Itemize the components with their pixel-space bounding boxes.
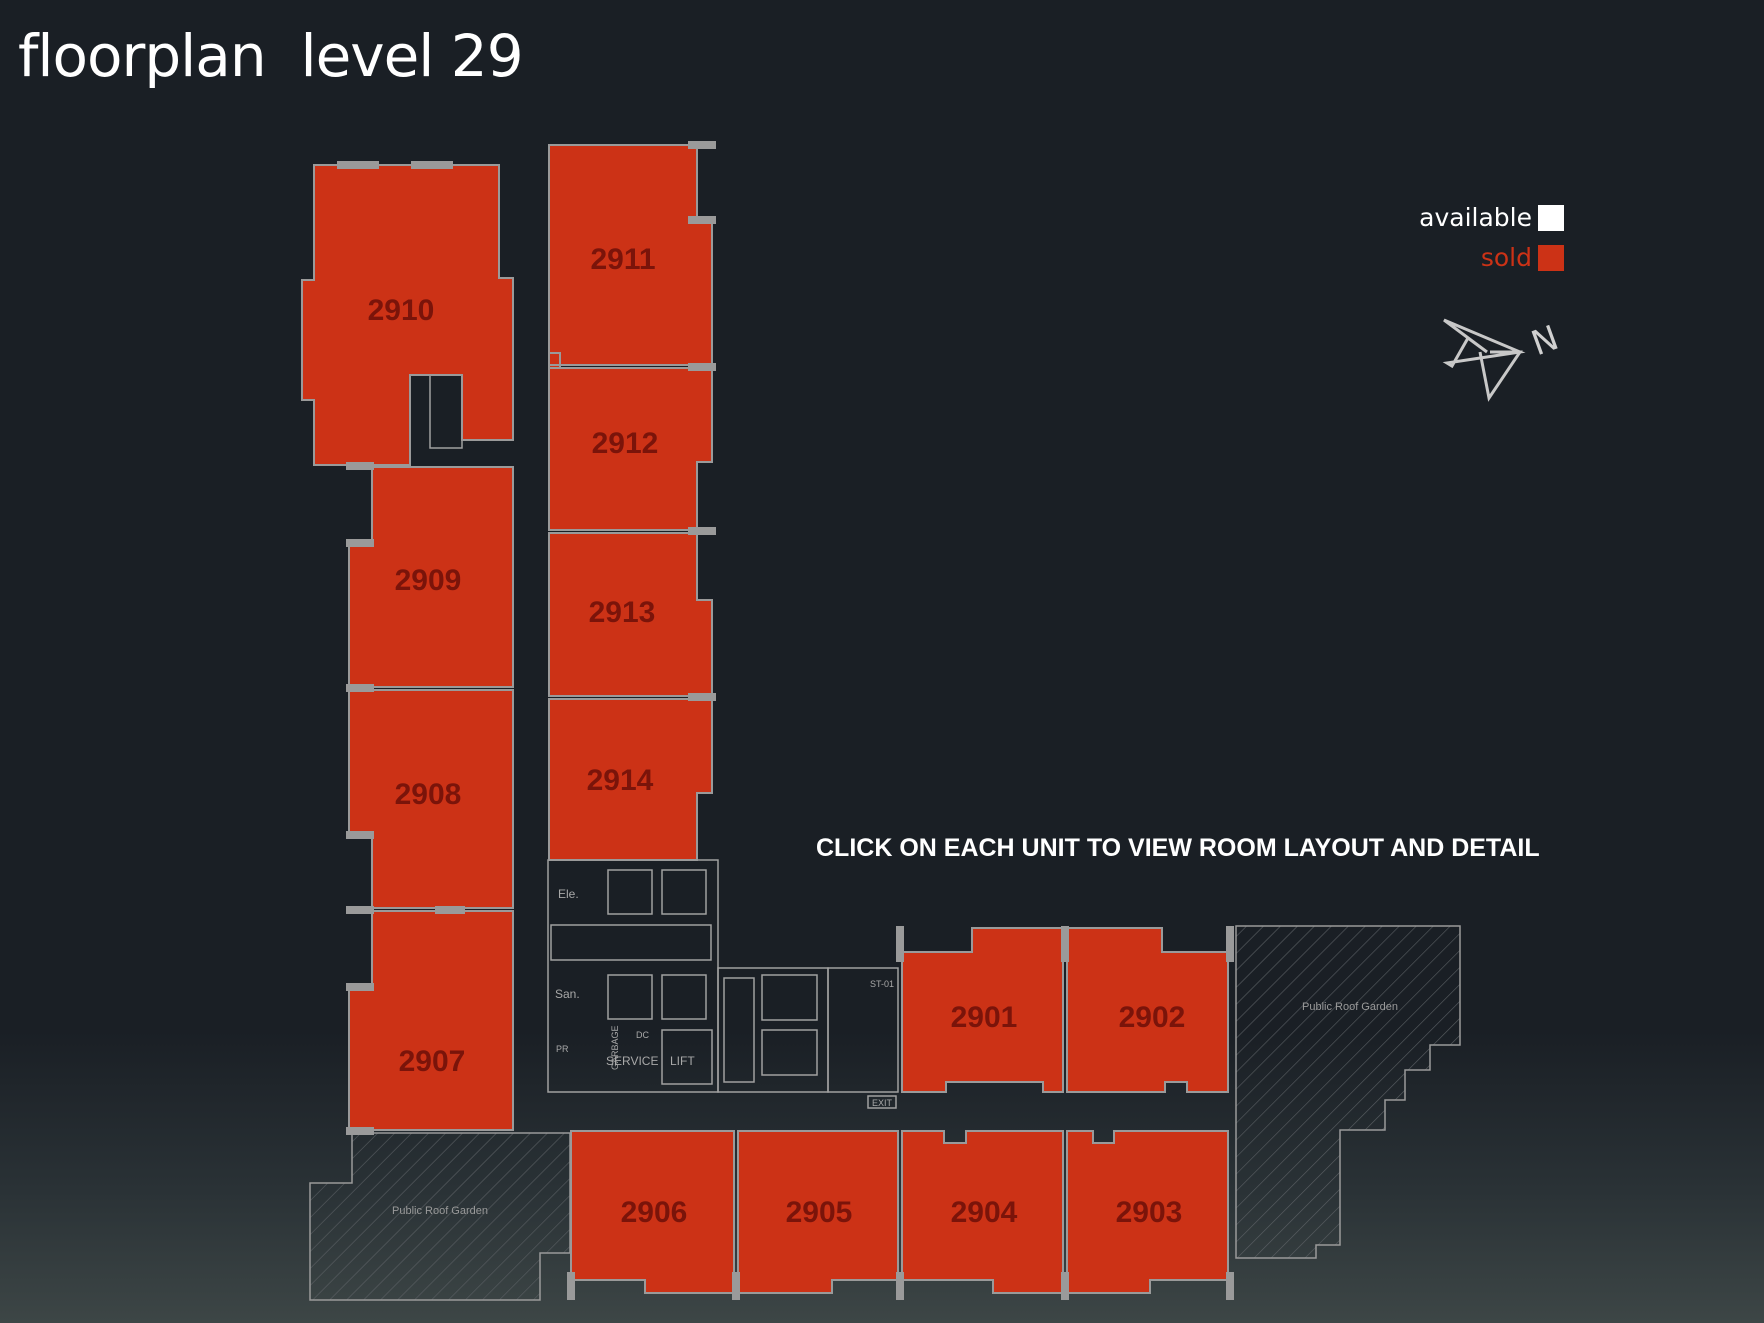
unit-2901[interactable]: 2901 <box>901 927 1064 1093</box>
unit-2908-label: 2908 <box>395 778 462 811</box>
unit-2902[interactable]: 2902 <box>1066 927 1229 1093</box>
unit-2910[interactable]: 2910 <box>301 164 514 466</box>
unit-2901-label: 2901 <box>951 1001 1018 1034</box>
label-st: ST-01 <box>870 979 894 989</box>
unit-2911[interactable]: 2911 <box>548 144 713 379</box>
page-title: floorplan level 29 <box>18 22 524 90</box>
unit-2903[interactable]: 2903 <box>1066 1130 1229 1294</box>
unit-2910-label: 2910 <box>368 294 435 327</box>
unit-2907[interactable]: 2907 <box>348 910 514 1131</box>
unit-2907-label: 2907 <box>399 1045 466 1078</box>
roof-garden-left-label: Public Roof Garden <box>392 1205 488 1217</box>
label-lift: LIFT <box>670 1054 695 1068</box>
unit-2905-label: 2905 <box>786 1196 853 1229</box>
unit-2906-label: 2906 <box>621 1196 688 1229</box>
unit-2912[interactable]: 2912 <box>548 367 713 531</box>
unit-2909[interactable]: 2909 <box>348 466 514 688</box>
unit-2908[interactable]: 2908 <box>348 689 514 909</box>
unit-2902-label: 2902 <box>1119 1001 1186 1034</box>
label-ele: Ele. <box>558 887 579 901</box>
roof-garden-right-label: Public Roof Garden <box>1302 1001 1398 1013</box>
label-exit: EXIT <box>872 1098 893 1108</box>
units: 2910 2911 2912 2913 2914 2909 2908 2907 <box>301 144 1229 1294</box>
label-san: San. <box>555 987 580 1001</box>
unit-2904[interactable]: 2904 <box>901 1130 1064 1294</box>
roof-garden-right: Public Roof Garden <box>1235 925 1461 1259</box>
compass-icon: N <box>1442 318 1564 402</box>
unit-2914-label: 2914 <box>587 764 654 797</box>
unit-2913-label: 2913 <box>589 596 656 629</box>
unit-2906[interactable]: 2906 <box>570 1130 735 1294</box>
unit-2914[interactable]: 2914 <box>548 698 713 861</box>
unit-2905[interactable]: 2905 <box>737 1130 899 1294</box>
unit-2904-label: 2904 <box>951 1196 1018 1229</box>
label-dc: DC <box>636 1030 649 1040</box>
unit-2912-label: 2912 <box>592 427 659 460</box>
roof-garden-left: Public Roof Garden <box>309 1132 571 1301</box>
unit-2913[interactable]: 2913 <box>548 532 713 697</box>
unit-2911-label: 2911 <box>590 243 655 276</box>
unit-2903-label: 2903 <box>1116 1196 1183 1229</box>
window-marks <box>337 141 1234 1300</box>
compass-north-label: N <box>1526 318 1564 364</box>
unit-2909-label: 2909 <box>395 564 462 597</box>
label-garbage: GARBAGE <box>610 1025 620 1070</box>
instruction-text: CLICK ON EACH UNIT TO VIEW ROOM LAYOUT A… <box>816 834 1540 862</box>
label-service: SERVICE <box>606 1054 658 1068</box>
label-pr: PR <box>556 1044 569 1054</box>
